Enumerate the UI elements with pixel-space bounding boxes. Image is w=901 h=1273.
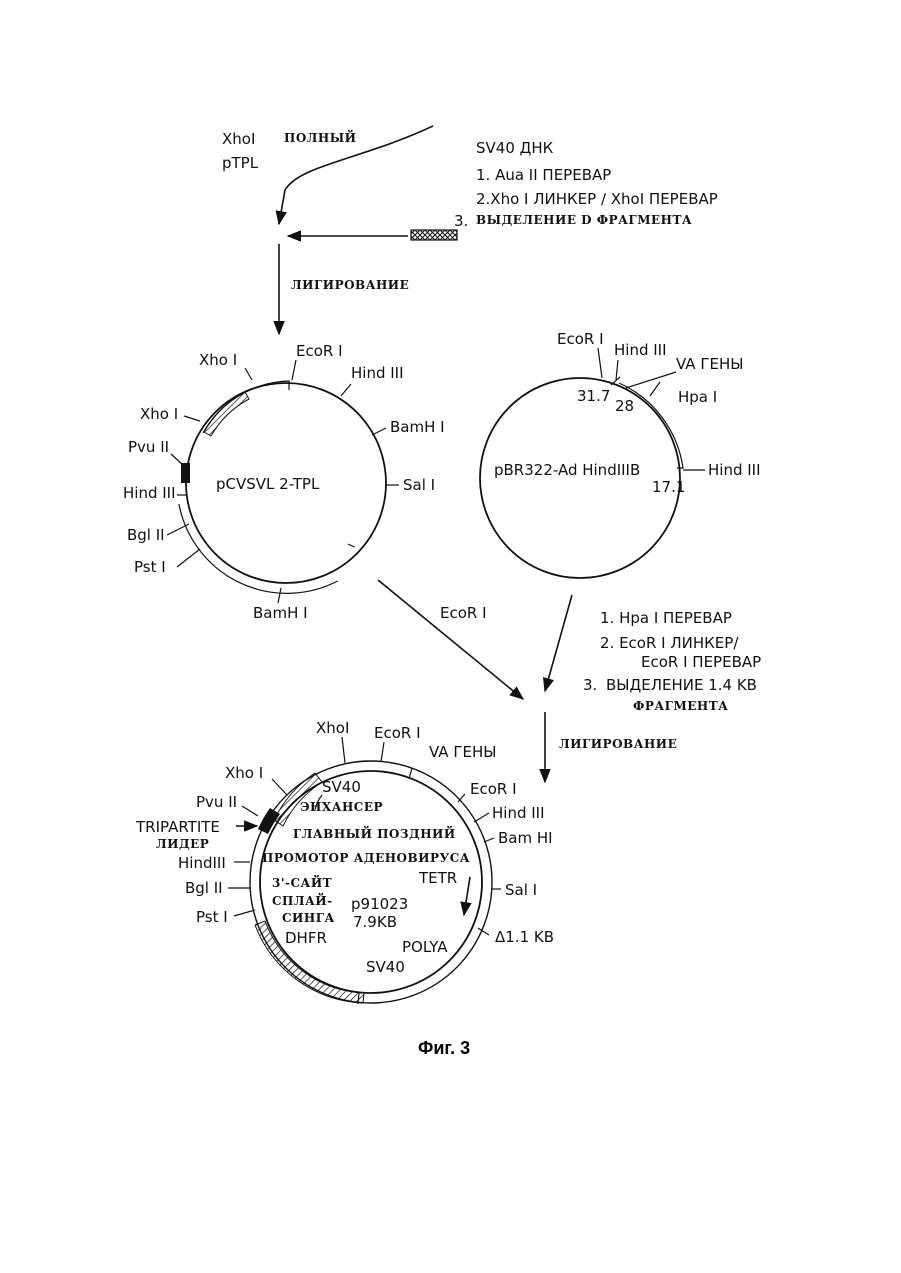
p1-site-hindiii: Hind III [351, 364, 404, 382]
p2-num-17-1: 17.1 [652, 478, 685, 496]
plasmid1-name: pCVSVL 2-TPL [216, 475, 320, 493]
p1-site-xhoi-left: Xho I [140, 405, 178, 423]
inner-splice-3: СИНГА [282, 911, 335, 925]
hpai-digest-arrow [545, 595, 572, 691]
tetr-arrow [464, 877, 470, 915]
leader-label: ЛИДЕР [156, 837, 209, 851]
p3-site-bamhi: Bam HI [498, 829, 553, 847]
d-fragment-icon [411, 230, 457, 240]
p2-site-hindiii-top: Hind III [614, 341, 667, 359]
p1-site-bglii: Bgl II [127, 526, 165, 544]
p3-site-hindiii-right: Hind III [492, 804, 545, 822]
middle-step3-line2: ФРАГМЕНТА [633, 699, 728, 713]
inner-enhancer: ЭНХАНСЕР [300, 800, 383, 814]
p2-site-hindiii-right: Hind III [708, 461, 761, 479]
tripartite-label: TRIPARTITE [135, 818, 220, 836]
middle-step2a: 2. EcoR I ЛИНКЕР/ [600, 634, 739, 652]
inner-dhfr: DHFR [285, 929, 327, 947]
p3-site-ecori-right: EcoR I [470, 780, 517, 798]
p2-num-31-7: 31.7 [577, 387, 610, 405]
middle-step3-number: 3. [583, 676, 597, 694]
ecori-digest-arrow [378, 580, 523, 699]
p3-site-xhoi-left: Xho I [225, 764, 263, 782]
inner-major-late: ГЛАВНЫЙ ПОЗДНИЙ [293, 825, 456, 841]
ptpl-label: pTPL [222, 154, 259, 172]
ligation-label-2: ЛИГИРОВАНИЕ [559, 737, 677, 751]
p3-site-sali: Sal I [505, 881, 537, 899]
polny-label: ПОЛНЫЙ [284, 129, 357, 145]
p3-delta-1-1-kb: Δ1.1 KB [495, 928, 554, 946]
p3-site-va-genes: VA ГЕНЫ [429, 743, 496, 761]
p2-site-va-genes: VA ГЕНЫ [676, 355, 743, 373]
p2-num-28: 28 [615, 397, 634, 415]
p1-site-ecori: EcoR I [296, 342, 343, 360]
xhoi-label: XhoI [222, 130, 255, 148]
middle-ecori-label: EcoR I [440, 604, 487, 622]
inner-splice-1: 3'-САЙТ [272, 874, 332, 890]
inner-sv40: SV40 [322, 778, 361, 796]
inner-sv40-bottom: SV40 [366, 958, 405, 976]
middle-step2b: EcoR I ПЕРЕВАР [641, 653, 761, 671]
p1-site-hindiii-left: Hind III [123, 484, 176, 502]
p2-site-ecori: EcoR I [557, 330, 604, 348]
p1-site-pvuii: Pvu II [128, 438, 169, 456]
plasmid2-name: pBR322-Ad HindIIIB [494, 461, 640, 479]
step2-label: 2.Xho I ЛИНКЕР / XhoI ПЕРЕВАР [476, 190, 718, 208]
figure-caption: Фиг. 3 [418, 1038, 470, 1058]
middle-step3: ВЫДЕЛЕНИЕ 1.4 KB [606, 676, 757, 694]
inner-promoter: ПРОМОТОР АДЕНОВИРУСА [262, 851, 470, 865]
p1-site-sali: Sal I [403, 476, 435, 494]
p1-site-bamhi: BamH I [390, 418, 445, 436]
p2-site-hpai: Hpa I [678, 388, 717, 406]
sv40-dna-label: SV40 ДНК [476, 139, 554, 157]
p3-site-xhoi-top: XhoI [316, 719, 349, 737]
p3-site-pvuii: Pvu II [196, 793, 237, 811]
plasmid3-name: p91023 [351, 895, 408, 913]
middle-step1: 1. Hpa I ПЕРЕВАР [600, 609, 732, 627]
inner-splice-2: СПЛАЙ- [272, 892, 333, 908]
p3-site-bglii: Bgl II [185, 879, 223, 897]
plasmid3-size: 7.9KB [353, 913, 397, 931]
step3-label: ВЫДЕЛЕНИЕ D ФРАГМЕНТА [476, 213, 692, 227]
ligation-label-1: ЛИГИРОВАНИЕ [291, 278, 409, 292]
p1-site-bamhi-bottom: BamH I [253, 604, 308, 622]
p3-site-hindiii-left: HindIII [178, 854, 226, 872]
p3-site-ecori-top: EcoR I [374, 724, 421, 742]
step1-label: 1. Aua II ПЕРЕВАР [476, 166, 611, 184]
p1-site-psti: Pst I [134, 558, 166, 576]
step3-number: 3. [454, 212, 468, 230]
inner-tetr: TETR [418, 869, 457, 887]
p1-site-xhoi-top: Xho I [199, 351, 237, 369]
inner-polya: POLYA [402, 938, 448, 956]
p3-site-psti: Pst I [196, 908, 228, 926]
